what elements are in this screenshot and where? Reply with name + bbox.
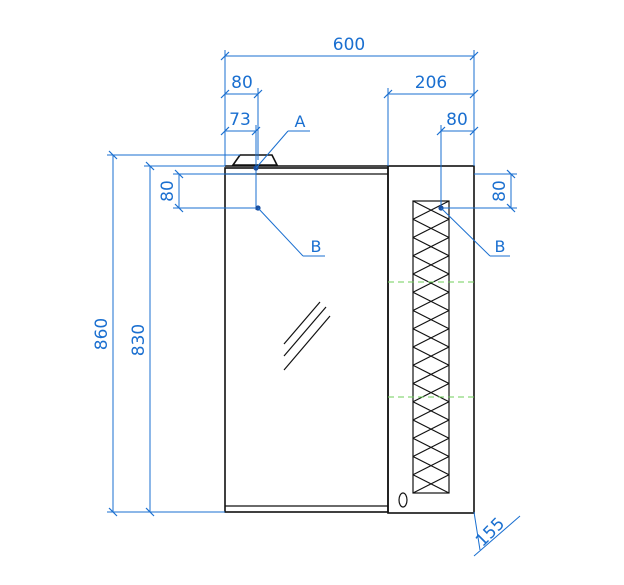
dim-206-label: 206 [415,73,447,93]
dim-73-label: 73 [229,110,251,130]
dim-80-vert-right-label: 80 [490,180,510,202]
lattice-line [412,291,450,312]
glare-line-2 [283,306,327,357]
dimension-lines [107,50,521,557]
dim-600-label: 600 [333,35,365,55]
lattice-line [412,364,450,385]
lattice-line [412,236,450,257]
dim-860-label: 860 [92,318,112,350]
marker-b-left-label: B [311,237,322,256]
marker-b-right-label: B [495,237,506,256]
glare-line-3 [283,315,331,371]
dim-155-line [473,515,521,557]
side-cabinet [387,165,475,514]
dim-830-label: 830 [129,324,149,356]
lattice-line [412,419,450,439]
lattice-line [412,346,450,366]
lattice-pattern [412,200,450,494]
lattice-line [412,328,450,348]
glare-line-1 [283,301,321,345]
cabinet-handle [398,492,408,508]
lattice-line [412,255,450,275]
marker-labels: A B B [295,112,506,256]
lattice-line [412,455,450,476]
dim-80-left-label: 80 [231,73,253,93]
mirror-panel [224,167,389,513]
dim-155-label: 155 [472,514,509,551]
marker-b-right-leader [440,207,491,257]
lattice-panel [412,200,450,494]
lattice-line [412,474,450,494]
marker-b-left-leader [257,207,304,257]
mirror-cabinet-outline [224,154,475,514]
lattice-line [412,437,450,458]
lattice-line [412,273,450,293]
marker-a-leader [255,130,289,169]
lattice-line [412,200,450,220]
marker-a-label: A [295,112,306,131]
lattice-line [412,218,450,239]
dim-80-vert-left-label: 80 [158,180,178,202]
lattice-line [412,309,450,330]
dim-155-ext [473,511,481,551]
lattice-line [412,401,450,421]
lamp-fixture [231,154,279,166]
marker-leaders [253,130,510,257]
lattice-line [412,382,450,403]
dim-80-right-label: 80 [446,110,468,130]
